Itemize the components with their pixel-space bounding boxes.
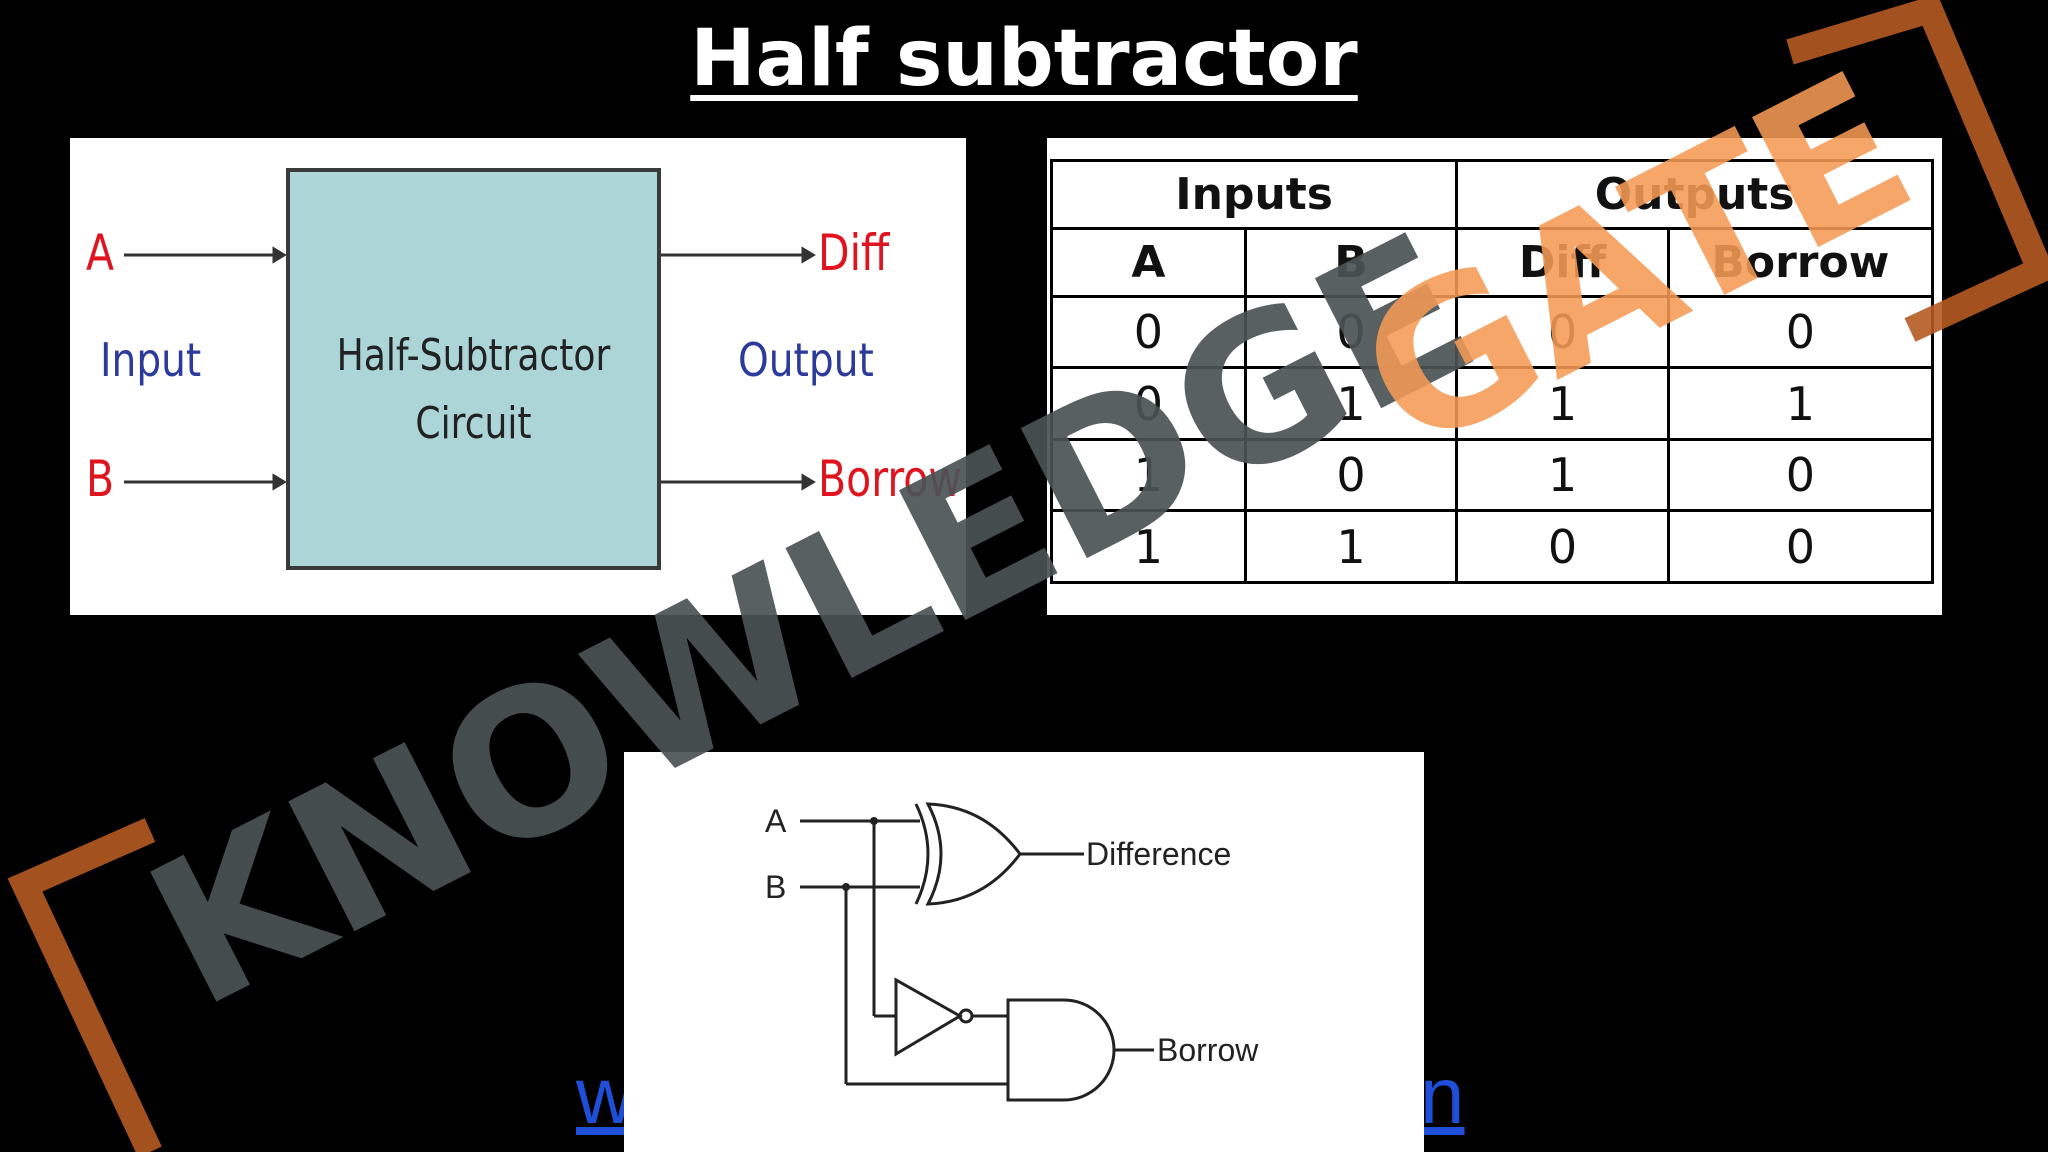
table-cell: 1 [1666, 366, 1935, 441]
table-cell: 0 [1455, 294, 1670, 370]
xor-gate-icon [914, 803, 930, 905]
website-link-right-fragment[interactable]: n [1420, 1051, 1465, 1140]
table-cell: 0 [1050, 294, 1247, 370]
table-row: 0 0 0 0 [1050, 294, 1935, 370]
table-cell: 1 [1243, 366, 1459, 441]
logic-gate-diagram: A B Difference Borrow [765, 802, 1259, 1102]
column-header-borrow: Borrow [1666, 226, 1935, 298]
input-b-label: B [86, 450, 115, 508]
table-cell: 0 [1666, 437, 1935, 513]
table-cell: 1 [1455, 366, 1670, 441]
table-cell: 1 [1050, 509, 1247, 584]
table-column-header-row: A B Diff Borrow [1050, 226, 1935, 298]
group-header-inputs: Inputs [1049, 159, 1459, 230]
block-title-line1: Half-Subtractor [336, 330, 611, 381]
table-cell: 0 [1050, 366, 1247, 441]
gate-input-a-label: A [765, 803, 787, 839]
table-cell: 0 [1243, 294, 1459, 370]
truth-table: Inputs Outputs A B Diff Borrow 0 0 0 0 0… [1049, 159, 1935, 584]
table-row: 1 0 1 0 [1050, 437, 1935, 513]
column-header-a: A [1050, 226, 1247, 298]
table-row: 1 1 0 0 [1050, 509, 1935, 584]
not-gate-icon [894, 977, 963, 1057]
table-cell: 1 [1050, 437, 1247, 513]
difference-output-label: Difference [1086, 836, 1231, 872]
column-header-diff: Diff [1455, 226, 1670, 298]
gate-input-b-label: B [765, 869, 786, 905]
table-cell: 0 [1455, 509, 1670, 584]
input-group-label: Input [100, 333, 202, 387]
table-cell: 0 [1243, 437, 1459, 513]
column-header-b: B [1243, 226, 1459, 298]
table-cell: 0 [1666, 294, 1935, 370]
truth-table-panel: Inputs Outputs A B Diff Borrow 0 0 0 0 0… [1047, 138, 1942, 615]
block-title-line2: Circuit [415, 398, 532, 449]
table-cell: 0 [1666, 509, 1935, 584]
half-subtractor-block: Half-Subtractor Circuit [286, 168, 661, 570]
group-header-outputs: Outputs [1455, 159, 1934, 230]
table-row: 0 1 1 1 [1050, 366, 1935, 441]
output-diff-label: Diff [818, 224, 890, 282]
block-diagram-arrows [124, 246, 816, 491]
page-title: Half subtractor [690, 14, 1358, 104]
and-gate-icon [1006, 998, 1116, 1102]
table-cell: 1 [1455, 437, 1670, 513]
gate-diagram-panel: A B Difference Borrow [624, 752, 1424, 1152]
borrow-output-label: Borrow [1157, 1032, 1259, 1068]
table-group-header-row: Inputs Outputs [1049, 159, 1934, 230]
input-a-label: A [86, 224, 115, 282]
block-diagram-panel: A B Input Half-Subtractor Circuit Output… [70, 138, 966, 615]
output-group-label: Output [738, 333, 874, 387]
output-borrow-label: Borrow [818, 450, 962, 508]
table-cell: 1 [1243, 509, 1459, 584]
